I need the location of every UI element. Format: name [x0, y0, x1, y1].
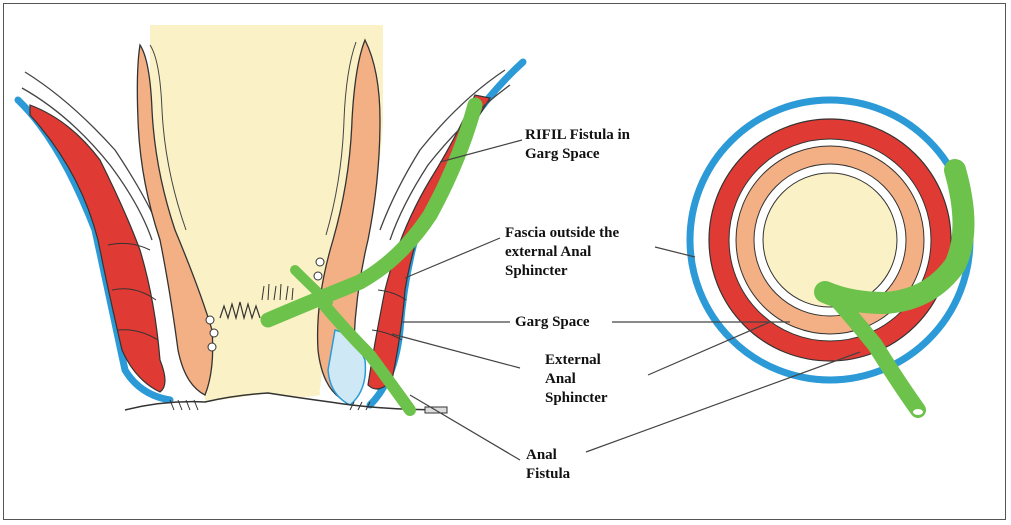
skin-hatching — [169, 399, 371, 411]
axial-lumen — [762, 172, 898, 308]
leader-fascia-right — [654, 246, 696, 258]
axial-section — [686, 96, 975, 418]
leader-fistula-left — [409, 394, 521, 461]
dentate-line — [219, 301, 261, 321]
axial-rifil-fistula — [814, 159, 975, 314]
left-internal-sphincter — [136, 43, 214, 396]
left-levator-line — [24, 71, 161, 231]
right-sphincter-segments — [371, 289, 407, 341]
label-anal-fistula: Anal Fistula — [526, 447, 571, 482]
anal-fistula-tract — [314, 294, 416, 416]
leader-lines — [391, 139, 861, 461]
coronal-section — [14, 25, 527, 416]
figure-frame — [3, 3, 1006, 520]
leader-sphincter-left — [391, 333, 521, 369]
label-fascia: Fascia outside the external Anal Sphinct… — [505, 225, 620, 279]
right-mucosa-line — [325, 41, 357, 236]
leader-sphincter-right — [647, 321, 771, 376]
right-levator-line-2 — [389, 84, 511, 241]
left-external-sphincter — [29, 104, 166, 393]
label-garg-space: Garg Space — [515, 314, 590, 330]
axial-fistula-opening — [913, 409, 923, 415]
right-anal-glands — [311, 257, 325, 295]
leader-rifil — [439, 139, 523, 163]
fistula-branch — [290, 265, 333, 307]
right-levator-line — [379, 69, 506, 231]
left-sphincter-segments — [107, 242, 159, 341]
perianal-skin — [124, 392, 446, 411]
leader-fascia-left — [404, 237, 501, 279]
label-external-sphincter: External Anal Sphincter — [545, 352, 608, 406]
anal-canal-lumen — [205, 291, 320, 402]
left-anal-glands — [205, 315, 219, 352]
leader-fistula-right — [585, 351, 861, 453]
label-rifil-fistula: RIFIL Fistula in Garg Space — [525, 127, 631, 162]
left-mucosa-line — [149, 44, 187, 231]
left-levator-line-2 — [21, 87, 153, 241]
axial-anal-fistula — [822, 284, 926, 418]
dentate-hairs — [261, 283, 294, 301]
